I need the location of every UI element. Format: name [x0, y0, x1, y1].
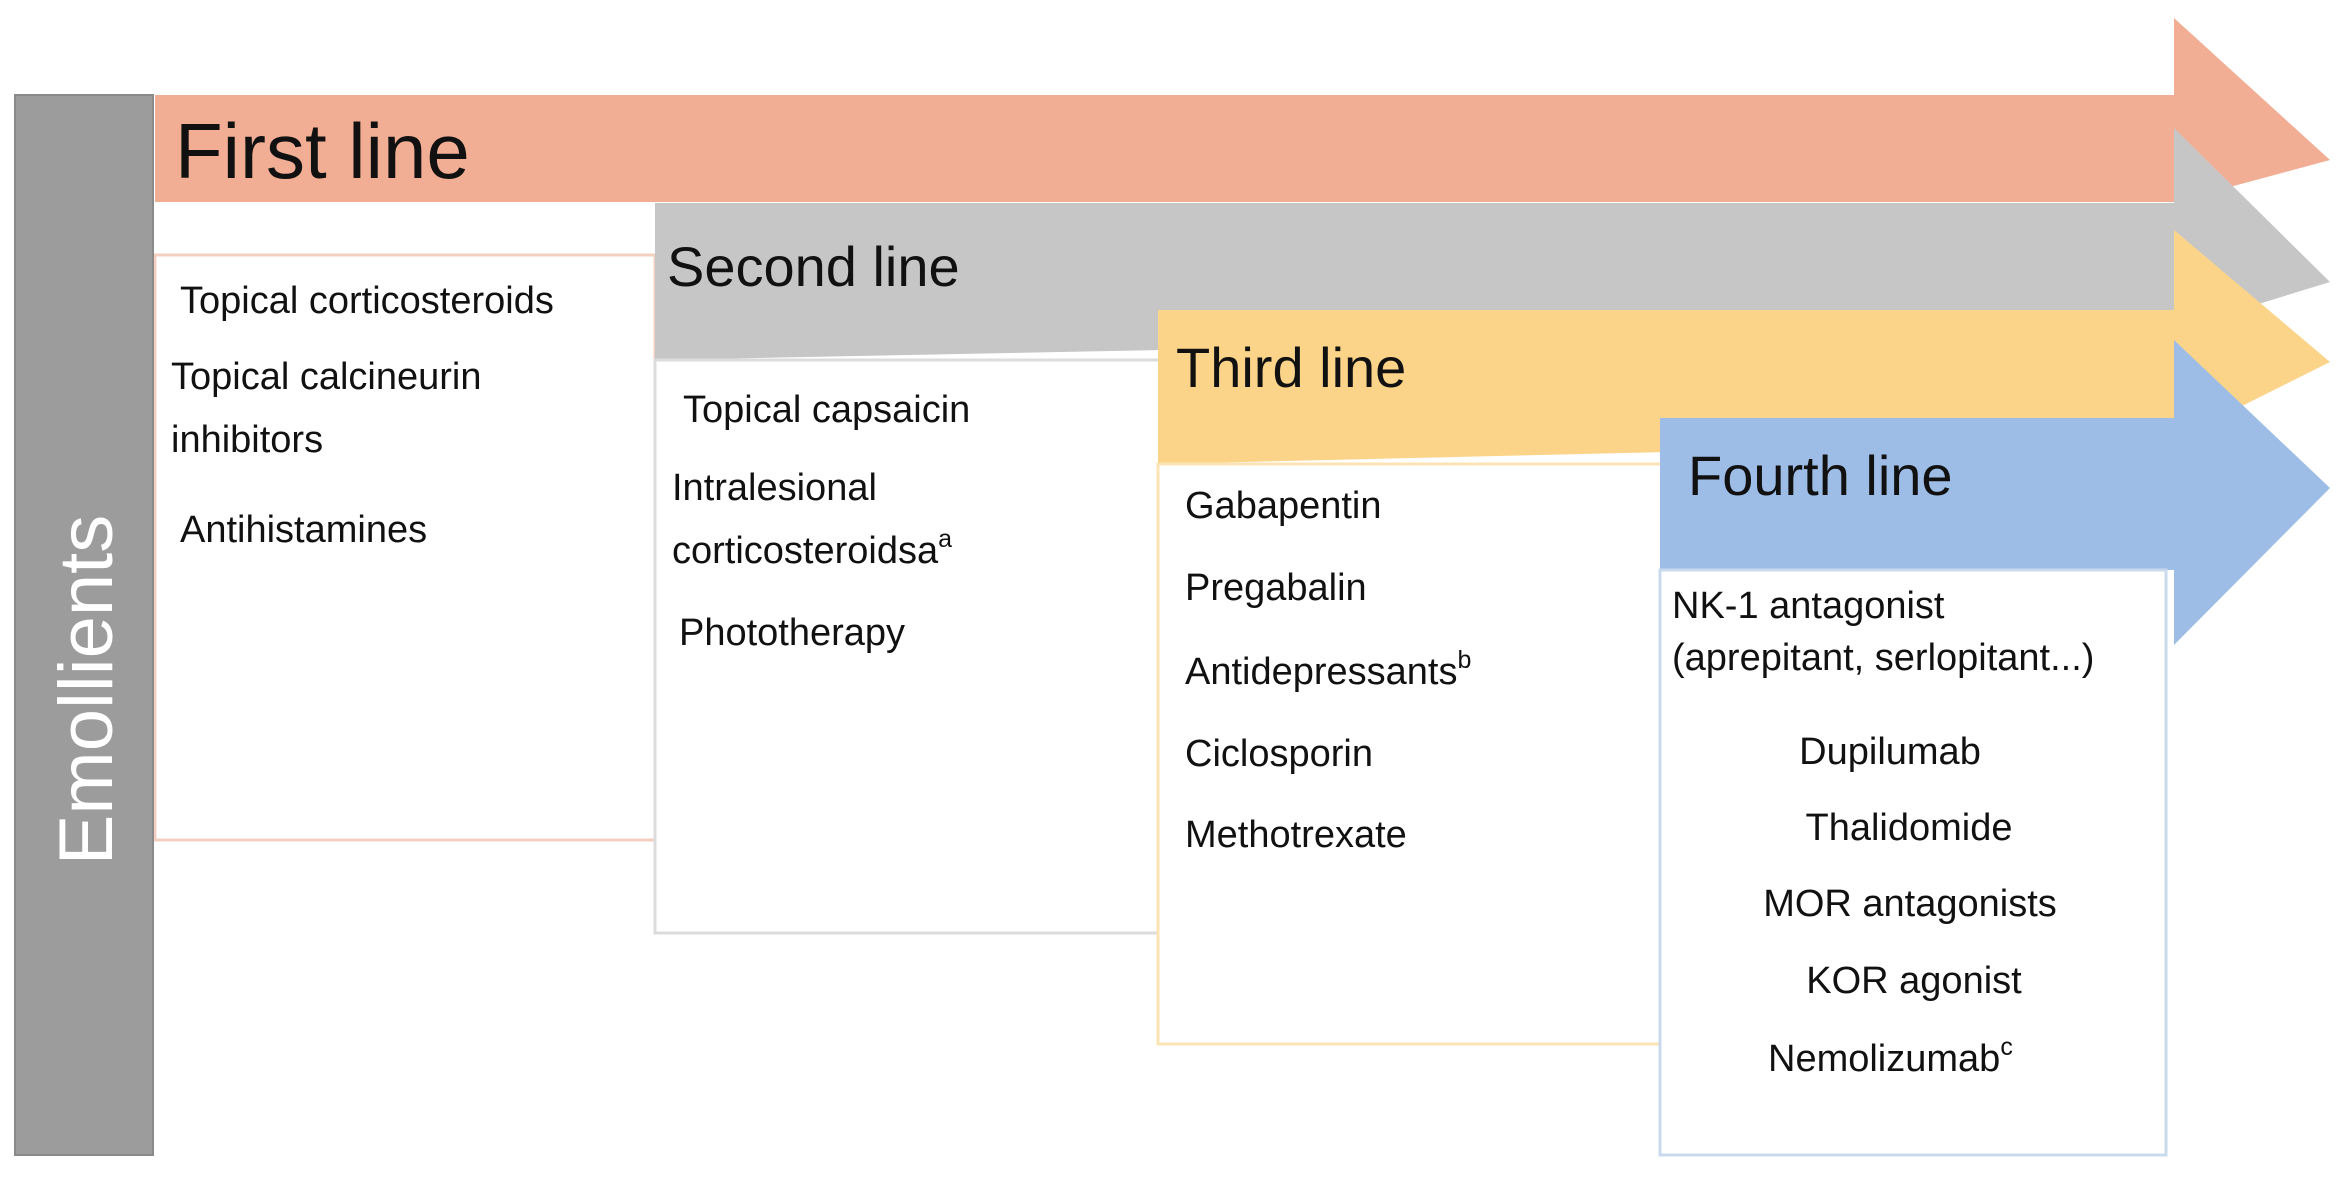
second-line-box — [653, 358, 1162, 935]
second-line-heading: Second line — [667, 235, 960, 298]
list-item-text: corticosteroidsa — [672, 530, 939, 572]
third-line-box — [1156, 462, 1665, 1046]
first-line-heading: First line — [175, 107, 470, 195]
emollients-bar — [14, 94, 154, 1156]
list-item: Intralesional — [672, 467, 877, 509]
list-item: Phototherapy — [679, 612, 905, 654]
list-item: Thalidomide — [1806, 807, 2013, 849]
second-line-arrow — [655, 128, 2330, 360]
footnote-marker: a — [938, 525, 952, 553]
list-item: Methotrexate — [1185, 814, 1407, 856]
footnote-marker: b — [1458, 646, 1472, 674]
third-line-heading: Third line — [1176, 336, 1406, 399]
first-line-arrow — [155, 18, 2330, 202]
list-item: Nemolizumabc — [1768, 1033, 2013, 1080]
list-item: Topical capsaicin — [683, 389, 970, 431]
third-line-arrow — [1158, 230, 2330, 464]
fourth-line-heading: Fourth line — [1688, 444, 1953, 507]
footnote-marker: c — [2000, 1033, 2013, 1061]
list-item: corticosteroidsaa — [672, 525, 952, 572]
list-item: Antihistamines — [180, 509, 427, 551]
emollients-label: Emollients — [44, 515, 129, 866]
list-item: Topical calcineurin — [171, 356, 482, 398]
list-item: NK-1 antagonist — [1672, 585, 1945, 627]
list-item: inhibitors — [171, 419, 323, 461]
list-item: Dupilumab — [1799, 731, 1981, 773]
list-item: Topical corticosteroids — [180, 280, 554, 322]
list-item: KOR agonist — [1806, 960, 2022, 1002]
list-item: Antidepressantsb — [1185, 646, 1471, 693]
list-item-text: Nemolizumab — [1768, 1038, 2000, 1080]
list-item: (aprepitant, serlopitant...) — [1672, 637, 2094, 679]
first-line-box — [153, 253, 657, 842]
list-item: MOR antagonists — [1763, 883, 2057, 925]
list-item: Pregabalin — [1185, 567, 1367, 609]
list-item: Gabapentin — [1185, 485, 1382, 527]
fourth-line-box — [1658, 568, 2168, 1157]
list-item-text: Antidepressants — [1185, 651, 1458, 693]
list-item: Ciclosporin — [1185, 733, 1373, 775]
